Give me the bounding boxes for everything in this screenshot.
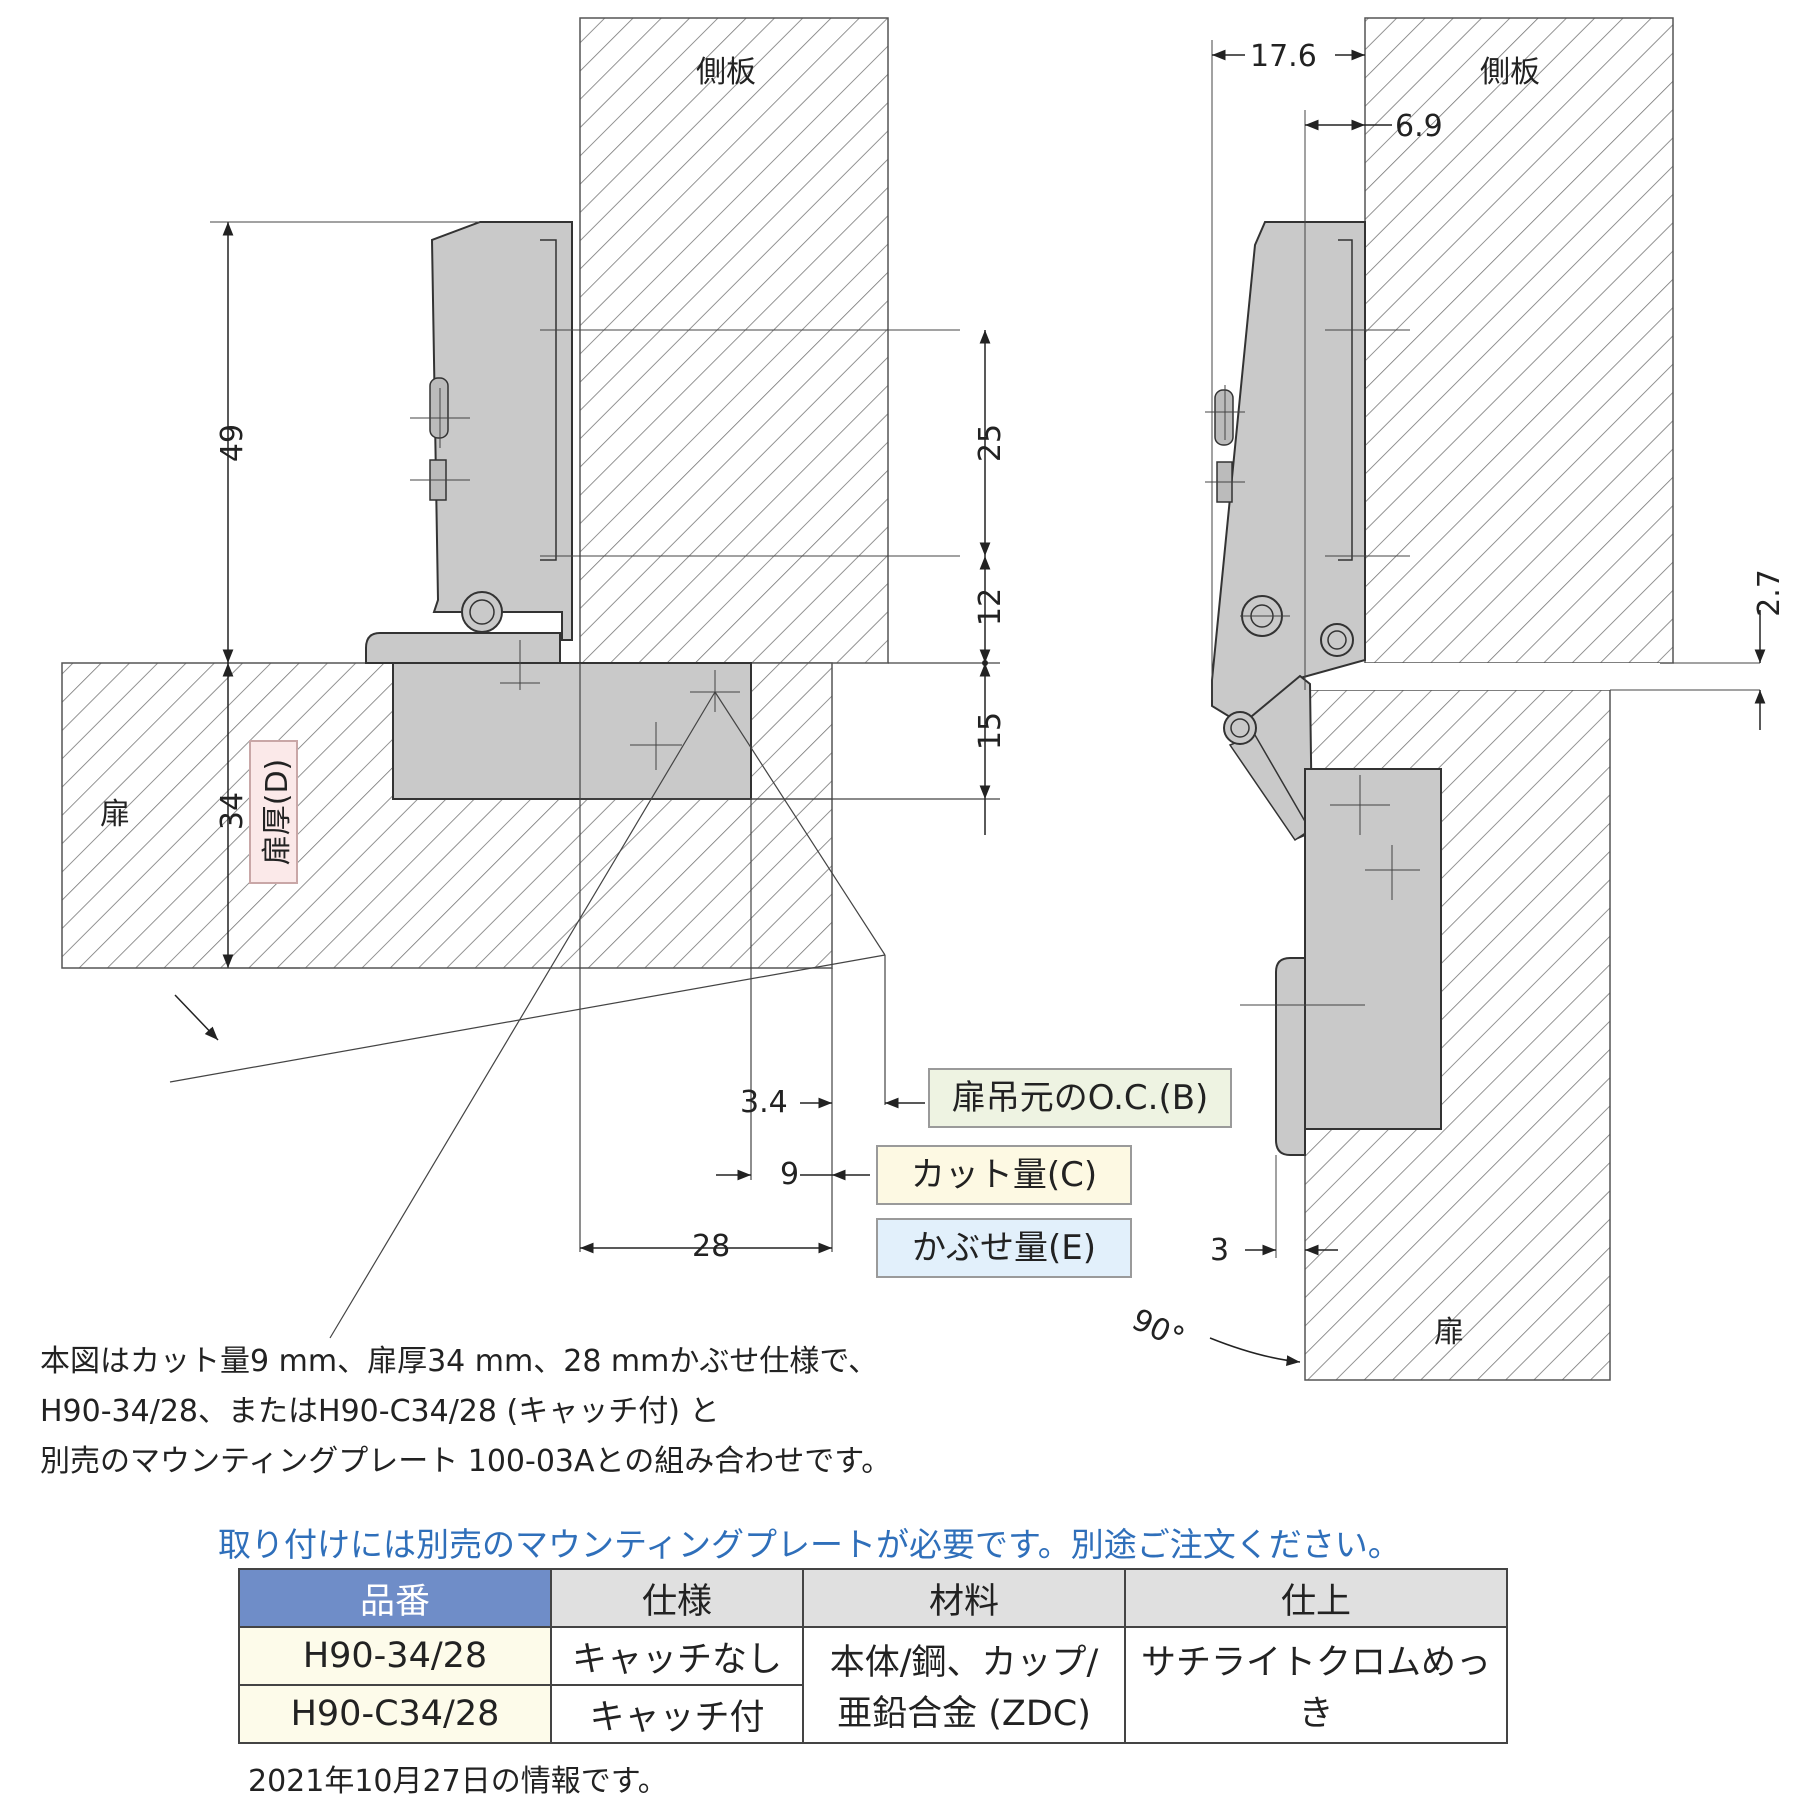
dim-2-7-label: 2.7	[1751, 569, 1787, 617]
left-view	[61, 17, 1000, 1339]
right-hinge-screw	[1327, 630, 1347, 650]
note-line-1: 本図はカット量9 mm、扉厚34 mm、28 mmかぶせ仕様で、	[40, 1344, 879, 1379]
dim-25-label: 25	[973, 423, 1009, 463]
left-hinge-screw	[469, 599, 495, 625]
left-hinge-arm	[430, 221, 573, 641]
left-hinge-step	[540, 239, 557, 561]
dim-17-6-label: 17.6	[1250, 39, 1317, 74]
door-thickness-tag-text: 扉厚(D)	[259, 758, 295, 866]
left-swing-lines	[169, 662, 1000, 1339]
table-row: H90-34/28 キャッチなし 本体/鋼、カップ/ 亜鉛合金 (ZDC) サチ…	[238, 1626, 1508, 1744]
mounting-plate-notice: 取り付けには別売のマウンティングプレートが必要です。別途ご注文ください。	[218, 1525, 1401, 1564]
header-spec: 仕様	[550, 1568, 804, 1628]
right-hinge-arm	[1211, 221, 1366, 742]
dim-3-4-label: 3.4	[740, 1085, 788, 1120]
spec-cell: キャッチなし	[550, 1626, 804, 1686]
right-hinge-plate	[1275, 957, 1306, 1156]
door-thickness-tag: 扉厚(D)	[249, 740, 298, 884]
table-row: H90-C34/28 キャッチ付	[238, 1684, 1507, 1744]
header-finish: 仕上	[1124, 1568, 1508, 1628]
dim-15-label: 15	[973, 711, 1009, 751]
right-door-label: 扉	[1434, 1315, 1464, 1350]
left-side-panel	[579, 17, 889, 664]
right-side-panel-label: 側板	[1480, 55, 1540, 90]
note-line-2: H90-34/28、またはH90-C34/28 (キャッチ付) と	[40, 1394, 720, 1429]
left-hinge-base	[365, 632, 561, 664]
dim-6-9-label: 6.9	[1395, 109, 1443, 144]
right-hinge-step	[1338, 239, 1353, 561]
left-side-panel-label: 側板	[696, 55, 756, 90]
right-center-marks	[1205, 329, 1420, 1006]
right-hinge-screw	[1320, 623, 1354, 657]
right-hinge-screw	[1230, 718, 1250, 738]
left-hinge-screw	[461, 591, 503, 633]
dim-49-label: 49	[215, 423, 251, 463]
dim-9-label: 9	[780, 1157, 800, 1192]
overlay-tag: かぶせ量(E)	[876, 1218, 1132, 1278]
header-material: 材料	[802, 1568, 1126, 1628]
left-hinge-cup	[392, 662, 752, 800]
material-cell: 本体/鋼、カップ/ 亜鉛合金 (ZDC)	[802, 1626, 1126, 1744]
cut-tag: カット量(C)	[876, 1145, 1132, 1205]
right-hinge-screw	[1223, 711, 1257, 745]
right-view	[1205, 17, 1766, 1381]
left-door-label: 扉	[100, 797, 130, 832]
spec-cell: キャッチ付	[550, 1684, 804, 1744]
left-hinge-bump	[429, 377, 449, 439]
dim-dot	[982, 660, 988, 666]
dim-28-label: 28	[692, 1229, 731, 1264]
part-number-cell: H90-34/28	[238, 1626, 552, 1686]
info-date-footer: 2021年10月27日の情報です。	[248, 1764, 668, 1799]
right-angle-arc	[1209, 1337, 1301, 1367]
material-line-1: 本体/鋼、カップ/	[829, 1643, 1099, 1683]
dim-34-label: 34	[215, 791, 251, 831]
dim-3-label: 3	[1210, 1233, 1230, 1268]
right-hinge-cup	[1304, 768, 1442, 1130]
spec-table-header: 品番 仕様 材料 仕上	[238, 1568, 1508, 1628]
left-center-marks	[410, 329, 960, 770]
dim-12-label: 12	[973, 587, 1009, 627]
header-part-number: 品番	[238, 1568, 552, 1628]
right-hinge-bump	[1214, 389, 1234, 446]
part-number-cell: H90-C34/28	[238, 1684, 552, 1744]
finish-cell: サチライトクロムめっき	[1124, 1626, 1508, 1744]
material-line-2: 亜鉛合金 (ZDC)	[837, 1694, 1091, 1734]
spec-table: 品番 仕様 材料 仕上 H90-34/28 キャッチなし 本体/鋼、カップ/ 亜…	[238, 1568, 1508, 1744]
note-line-3: 別売のマウンティングプレート 100-03Aとの組み合わせです。	[40, 1444, 892, 1479]
oc-tag: 扉吊元のO.C.(B)	[928, 1068, 1232, 1128]
right-door-gap	[1290, 663, 1660, 690]
left-angle-arrow	[174, 994, 219, 1041]
